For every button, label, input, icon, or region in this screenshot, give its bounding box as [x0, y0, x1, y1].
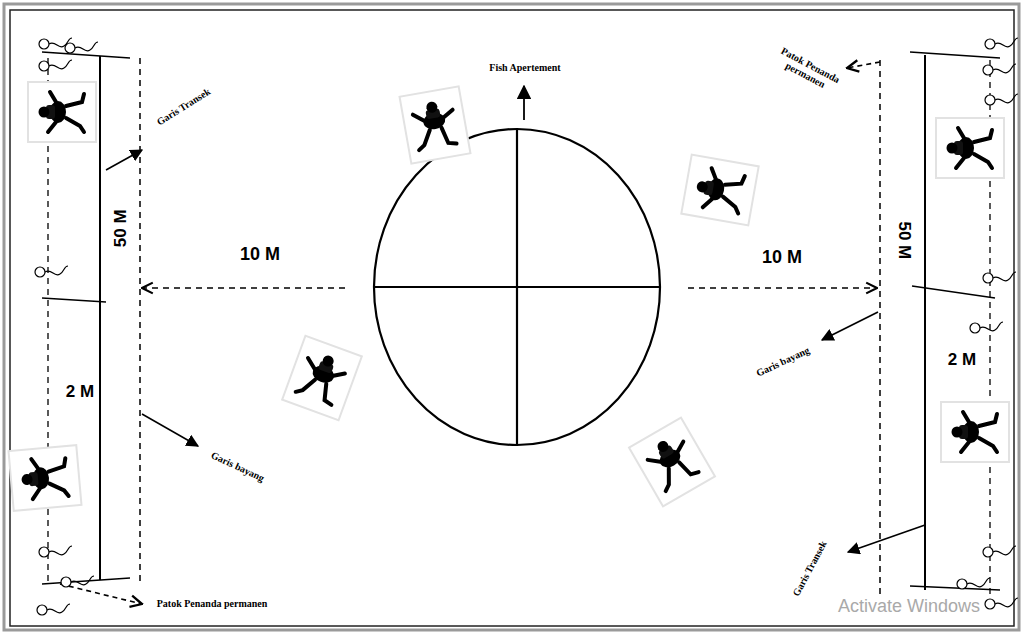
dimension-label: 2 M	[66, 383, 94, 402]
watermark: Activate Windows	[838, 597, 980, 617]
callout-label: Fish Apertement	[489, 62, 560, 73]
stake-markers	[35, 38, 1018, 615]
dimension-label: 10 M	[762, 248, 802, 268]
dimension-arrow	[688, 287, 877, 289]
dimension-label: 50 M	[112, 209, 131, 247]
leader-lines	[60, 62, 925, 604]
dimension-label: 2 M	[948, 351, 976, 370]
frame	[10, 10, 1014, 626]
diver-figures	[9, 82, 1009, 511]
dimension-label: 10 M	[240, 245, 280, 265]
dimension-arrow	[142, 287, 345, 289]
callout-label: Patok Penanda permanen	[157, 598, 268, 609]
pointer-arrow	[523, 86, 525, 120]
frame-shadow	[4, 4, 1019, 630]
dimension-label: 50 M	[895, 221, 914, 259]
fish-apartment-circle	[374, 129, 660, 445]
